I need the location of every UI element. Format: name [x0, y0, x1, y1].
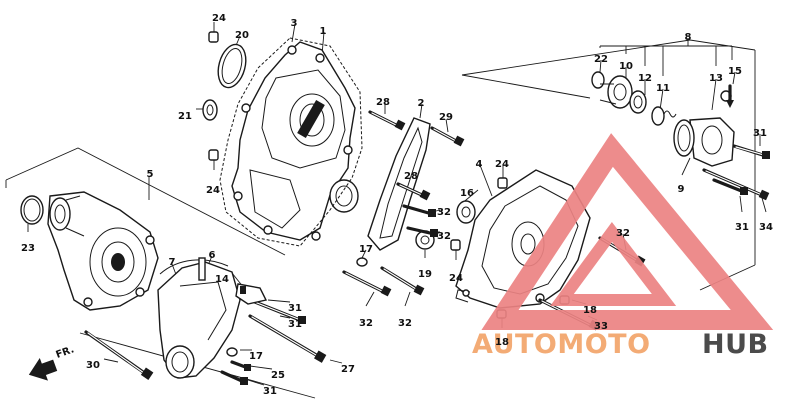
part-label-24: 24: [495, 159, 509, 170]
part-label-32: 32: [437, 231, 451, 242]
seal-12: [629, 90, 647, 114]
part-label-24: 24: [206, 185, 220, 196]
part-label-17: 17: [359, 244, 373, 255]
bolt-15: [726, 84, 734, 108]
oring-9: [673, 119, 695, 157]
part-label-31: 31: [288, 319, 302, 330]
part-label-24: 24: [212, 13, 226, 24]
part-label-31: 31: [288, 303, 302, 314]
oring-20: [217, 43, 247, 89]
part-label-9: 9: [678, 184, 685, 195]
part-label-25: 25: [271, 370, 285, 381]
part-label-3: 3: [291, 18, 298, 29]
part-label-13: 13: [709, 73, 723, 84]
watermark: AUTOMOTO HUB: [472, 133, 774, 360]
part-label-2: 2: [418, 98, 425, 109]
part-label-6: 6: [209, 250, 216, 261]
right-cover-4: [455, 169, 591, 309]
part-label-18: 18: [495, 337, 509, 348]
part-label-32: 32: [616, 228, 630, 239]
part-label-28: 28: [376, 97, 390, 108]
part-label-4: 4: [476, 159, 483, 170]
part-label-28: 28: [404, 171, 418, 182]
part-label-29: 29: [439, 112, 453, 123]
part-label-19: 19: [418, 269, 432, 280]
pump-cover-7: [157, 259, 241, 379]
bearing-22: [591, 71, 605, 89]
part-label-1: 1: [320, 26, 327, 37]
part-label-32: 32: [359, 318, 373, 329]
part-label-27: 27: [341, 364, 355, 375]
part-label-8: 8: [685, 32, 692, 43]
part-label-30: 30: [86, 360, 100, 371]
part-label-21: 21: [178, 111, 192, 122]
part-label-12: 12: [638, 73, 652, 84]
part-label-20: 20: [235, 30, 249, 41]
part-label-7: 7: [169, 257, 176, 268]
impeller-10: [599, 75, 633, 109]
oring-23: [20, 195, 44, 225]
part-label-17: 17: [249, 351, 263, 362]
crankcase-cover: [231, 41, 359, 241]
part-label-23: 23: [21, 243, 35, 254]
part-label-10: 10: [619, 61, 633, 72]
part-label-31: 31: [735, 222, 749, 233]
part-label-32: 32: [398, 318, 412, 329]
part-label-5: 5: [147, 169, 154, 180]
front-direction-marker: FR.: [28, 344, 76, 381]
part-label-18: 18: [583, 305, 597, 316]
part-label-22: 22: [594, 54, 608, 65]
watermark-inner-triangle-icon: [550, 221, 677, 306]
part-label-16: 16: [460, 188, 474, 199]
collar-16: [456, 200, 476, 224]
dowel-pins: [208, 31, 508, 251]
part-14: [235, 283, 268, 305]
gasket-3: [219, 37, 363, 247]
seal-21: [202, 99, 218, 121]
fitting-6: [198, 257, 206, 281]
watermark-triangle-icon: [481, 133, 774, 330]
part-label-11: 11: [656, 83, 670, 94]
part-label-31: 31: [263, 386, 277, 397]
part-label-14: 14: [215, 274, 229, 285]
part-label-15: 15: [728, 66, 742, 77]
water-pump-5: [47, 191, 159, 311]
watermark-text-automoto: AUTOMOTO: [472, 329, 651, 360]
part-label-34: 34: [759, 222, 773, 233]
front-direction-label: FR.: [55, 344, 76, 361]
bolts: [84, 110, 770, 385]
part-label-32: 32: [437, 207, 451, 218]
part-label-33: 33: [594, 321, 608, 332]
part-label-24: 24: [449, 273, 463, 284]
seal-19: [415, 230, 435, 250]
washers-17: [226, 257, 368, 357]
part-label-31: 31: [753, 128, 767, 139]
watermark-text-hub: HUB: [702, 329, 769, 360]
housing-13: [689, 90, 735, 167]
spring-11: [651, 106, 677, 126]
